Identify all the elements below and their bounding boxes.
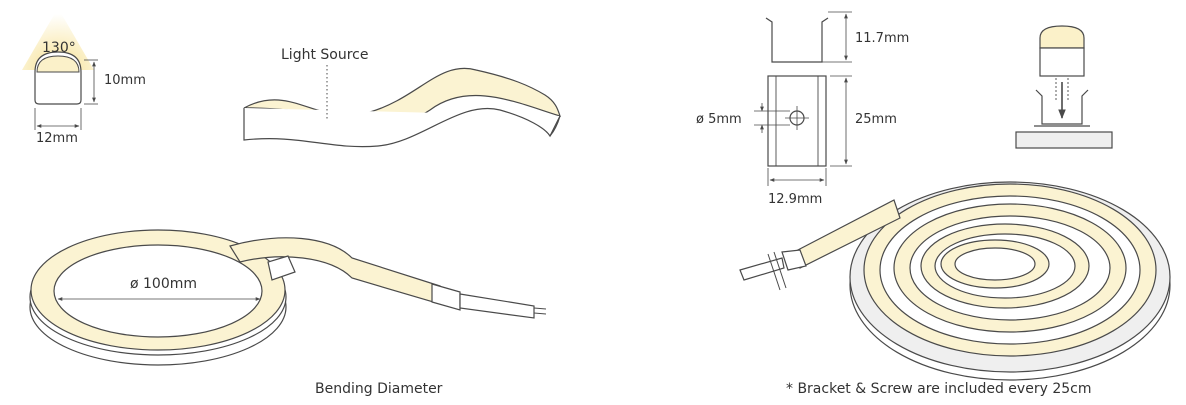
bracket-drawing bbox=[754, 11, 852, 186]
beam-glow bbox=[22, 8, 94, 70]
installation-illustration bbox=[1015, 25, 1113, 149]
bracket-width-label: 12.9mm bbox=[768, 192, 823, 207]
bend-coil bbox=[29, 229, 547, 366]
light-source-label: Light Source bbox=[281, 47, 369, 63]
bracket-caption: * Bracket & Screw are included every 25c… bbox=[786, 381, 1092, 397]
bracket-height-label: 11.7mm bbox=[855, 31, 910, 46]
bend-diameter-label: ø 100mm bbox=[130, 276, 198, 292]
beam-angle-label: 130° bbox=[42, 40, 76, 56]
profile-height-label: 10mm bbox=[104, 73, 146, 88]
reel-coil bbox=[739, 181, 1171, 381]
bracket-length-label: 25mm bbox=[855, 112, 897, 127]
profile-cross-section bbox=[22, 8, 98, 130]
profile-width-label: 12mm bbox=[36, 131, 78, 146]
wavy-strip bbox=[243, 65, 561, 148]
bend-caption: Bending Diameter bbox=[315, 381, 443, 397]
bracket-hole-label: ø 5mm bbox=[696, 112, 742, 127]
